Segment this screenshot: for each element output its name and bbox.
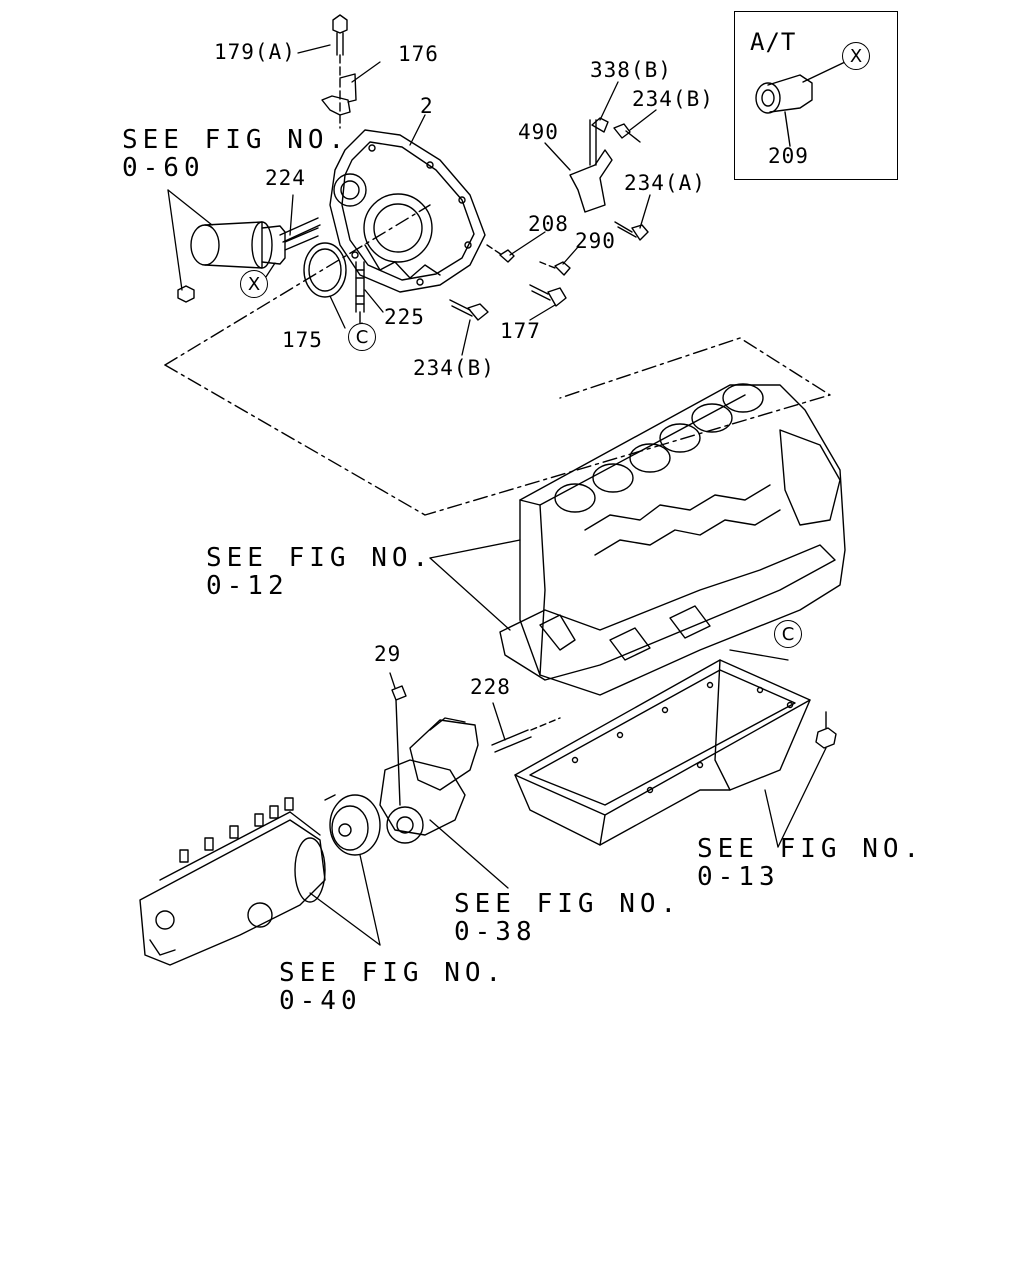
- callout-x-circle: X: [240, 270, 268, 298]
- see-fig-0-12-line1: SEE FIG NO.: [206, 543, 434, 573]
- bolt-234b-lower: [449, 299, 489, 321]
- part-label-234b-top: 234(B): [632, 87, 714, 111]
- automatic-transmission-inset: [734, 11, 898, 180]
- see-fig-0-38-line1: SEE FIG NO.: [454, 889, 682, 919]
- see-fig-0-13-line1: SEE FIG NO.: [697, 834, 925, 864]
- part-label-338b: 338(B): [590, 58, 672, 82]
- see-fig-0-13-line2: 0-13: [697, 862, 780, 892]
- oil-pan: [514, 659, 837, 846]
- part-label-224: 224: [265, 166, 306, 190]
- part-label-209: 209: [768, 144, 809, 168]
- stud-225: [355, 261, 365, 326]
- inset-title: A/T: [750, 28, 797, 56]
- part-label-29: 29: [374, 642, 402, 666]
- see-fig-0-60-line2: 0-60: [122, 153, 205, 183]
- see-fig-0-40-line1: SEE FIG NO.: [279, 958, 507, 988]
- stud-224: [279, 217, 321, 243]
- see-fig-0-12-line2: 0-12: [206, 571, 289, 601]
- see-fig-0-40-line2: 0-40: [279, 986, 362, 1016]
- injection-pump: [139, 797, 326, 966]
- inset-part-209-drawing: [755, 61, 846, 147]
- inset-callout-x: X: [842, 42, 870, 70]
- flywheel-housing: [329, 129, 486, 293]
- bolt-179a: [332, 14, 348, 129]
- part-label-290: 290: [575, 229, 616, 253]
- housing-group-outline: [164, 204, 831, 516]
- callout-c-circle-top: C: [348, 323, 376, 351]
- callout-c-circle-oilpan: C: [774, 620, 802, 648]
- cylinder-bores: [554, 383, 764, 513]
- part-label-490: 490: [518, 120, 559, 144]
- bracket-176: [321, 73, 357, 116]
- bolt-234b-top: [613, 123, 641, 143]
- bolt-338b: [591, 117, 609, 133]
- starter-motor: [177, 221, 319, 303]
- see-fig-0-60-line1: SEE FIG NO.: [122, 125, 350, 155]
- part-label-225: 225: [384, 305, 425, 329]
- pump-coupling: [324, 794, 381, 856]
- part-label-2: 2: [420, 94, 434, 118]
- part-label-176: 176: [398, 42, 439, 66]
- part-label-208: 208: [528, 212, 569, 236]
- bolt-177: [529, 284, 567, 307]
- bolt-208: [486, 244, 515, 263]
- part-label-179a: 179(A): [214, 40, 296, 64]
- bracket-490: [569, 119, 613, 213]
- leader-lines: [167, 44, 827, 946]
- bolt-234a: [614, 221, 649, 241]
- stud-228: [491, 717, 561, 753]
- cylinder-block: [499, 383, 846, 696]
- bolt-290: [539, 261, 571, 276]
- part-label-234a: 234(A): [624, 171, 706, 195]
- part-label-234b-bottom: 234(B): [413, 356, 495, 380]
- part-label-228: 228: [470, 675, 511, 699]
- injection-pump-outlets: [179, 797, 294, 863]
- part-label-177: 177: [500, 319, 541, 343]
- part-label-175: 175: [282, 328, 323, 352]
- air-compressor: [379, 685, 479, 844]
- see-fig-0-38-line2: 0-38: [454, 917, 537, 947]
- oil-seal-175: [303, 242, 347, 298]
